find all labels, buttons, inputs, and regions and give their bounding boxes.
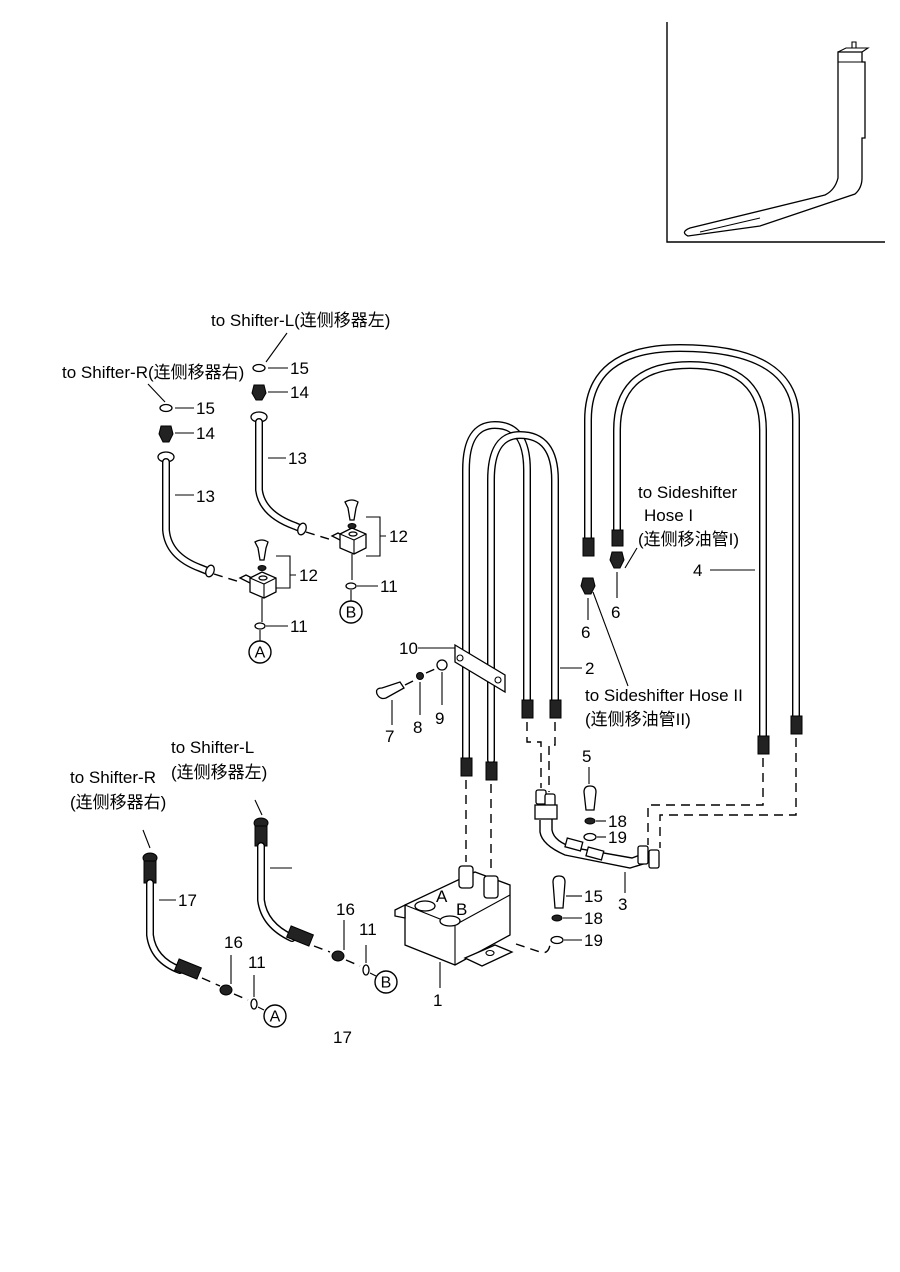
callout-11: 11 <box>290 617 308 636</box>
seal-15-icon <box>159 403 173 413</box>
washer-8-icon <box>416 672 424 680</box>
svg-text:(连侧移油管II): (连侧移油管II) <box>585 710 691 729</box>
plate-10-icon <box>454 643 506 694</box>
connector-marker-b <box>339 600 363 624</box>
callout-6: 6 <box>611 603 620 622</box>
o-ring-11-icon <box>254 622 266 630</box>
label-to-shifter-l-bottom: to Shifter-L <box>171 738 254 757</box>
callout-11: 11 <box>248 953 266 972</box>
block-12a-icon <box>238 571 277 599</box>
callout-8: 8 <box>413 718 422 737</box>
callout-12: 12 <box>299 566 318 585</box>
callout-14: 14 <box>196 424 215 443</box>
callout-19: 19 <box>608 828 627 847</box>
fork-icon <box>683 51 866 237</box>
callout-5: 5 <box>582 747 591 766</box>
callout-4: 4 <box>693 561 702 580</box>
hose-fitting-icon <box>460 757 473 777</box>
callout-17: 17 <box>333 1028 352 1047</box>
washer-9-icon <box>436 659 448 671</box>
hose-4-pair: 6 6 to Sideshifter Hose I (连侧移油管I) 4 to … <box>580 343 803 755</box>
fork-inset <box>666 22 885 243</box>
svg-text:A: A <box>255 645 266 662</box>
callout-6: 6 <box>581 623 590 642</box>
callout-17: 17 <box>178 891 197 910</box>
callout-14: 14 <box>290 383 309 402</box>
hose-2-pair: 2 <box>460 420 594 781</box>
callout-19: 19 <box>584 931 603 950</box>
bolt-7-icon <box>375 681 405 700</box>
svg-text:(连侧移器左): (连侧移器左) <box>171 763 267 782</box>
shifter-l-upper-assembly: to Shifter-L(连侧移器左) 15 14 13 12 11 B <box>211 311 408 624</box>
callout-7: 7 <box>385 727 394 746</box>
fitting-16-icon <box>331 950 345 962</box>
connector-marker-a <box>248 640 272 664</box>
block-12b-icon <box>330 527 367 555</box>
bolt-15-icon <box>552 875 566 909</box>
inset-frame <box>666 22 885 243</box>
bolt-5-icon <box>583 785 597 811</box>
callout-2: 2 <box>585 659 594 678</box>
callout-13: 13 <box>196 487 215 506</box>
valve-block-assembly: A B 1 15 18 19 <box>394 780 603 1010</box>
shifter-r-upper-assembly: to Shifter-R(连侧移器右) 15 14 13 12 11 A <box>62 363 318 664</box>
svg-text:B: B <box>381 975 392 992</box>
callout-15: 15 <box>196 399 215 418</box>
label-to-shifter-l-top: to Shifter-L(连侧移器左) <box>211 311 390 330</box>
port-b-label: B <box>456 900 467 919</box>
label-to-shifter-r-top: to Shifter-R(连侧移器右) <box>62 363 244 382</box>
callout-1: 1 <box>433 991 442 1010</box>
callout-16: 16 <box>224 933 243 952</box>
adapter-14-icon <box>158 425 174 443</box>
svg-text:(连侧移油管I): (连侧移油管I) <box>638 530 739 549</box>
plate-bracket-assembly: 10 7 8 9 <box>375 639 506 746</box>
callout-13: 13 <box>288 449 307 468</box>
label-sideshifter-hose-1: to Sideshifter <box>638 483 738 502</box>
svg-text:(连侧移器右): (连侧移器右) <box>70 793 166 812</box>
svg-text:Hose I: Hose I <box>644 506 693 525</box>
adapter-6-icon <box>580 577 596 595</box>
port-a-label: A <box>436 887 448 906</box>
callout-15: 15 <box>290 359 309 378</box>
callout-18: 18 <box>584 909 603 928</box>
label-to-shifter-r-bottom: to Shifter-R <box>70 768 156 787</box>
shifter-lower-assembly: to Shifter-L (连侧移器左) to Shifter-R (连侧移器右… <box>70 738 398 1047</box>
bolt-icon <box>254 539 269 561</box>
callout-18: 18 <box>608 812 627 831</box>
tube-3-assembly: 3 5 18 19 <box>526 722 797 914</box>
callout-12: 12 <box>389 527 408 546</box>
callout-11: 11 <box>359 920 377 939</box>
svg-text:B: B <box>346 605 357 622</box>
callout-11: 11 <box>380 577 398 596</box>
tube-3-icon <box>539 820 651 869</box>
callout-15: 15 <box>584 887 603 906</box>
callout-10: 10 <box>399 639 418 658</box>
svg-text:A: A <box>270 1009 281 1026</box>
label-sideshifter-hose-2: to Sideshifter Hose II <box>585 686 743 705</box>
callout-9: 9 <box>435 709 444 728</box>
callout-16: 16 <box>336 900 355 919</box>
callout-3: 3 <box>618 895 627 914</box>
